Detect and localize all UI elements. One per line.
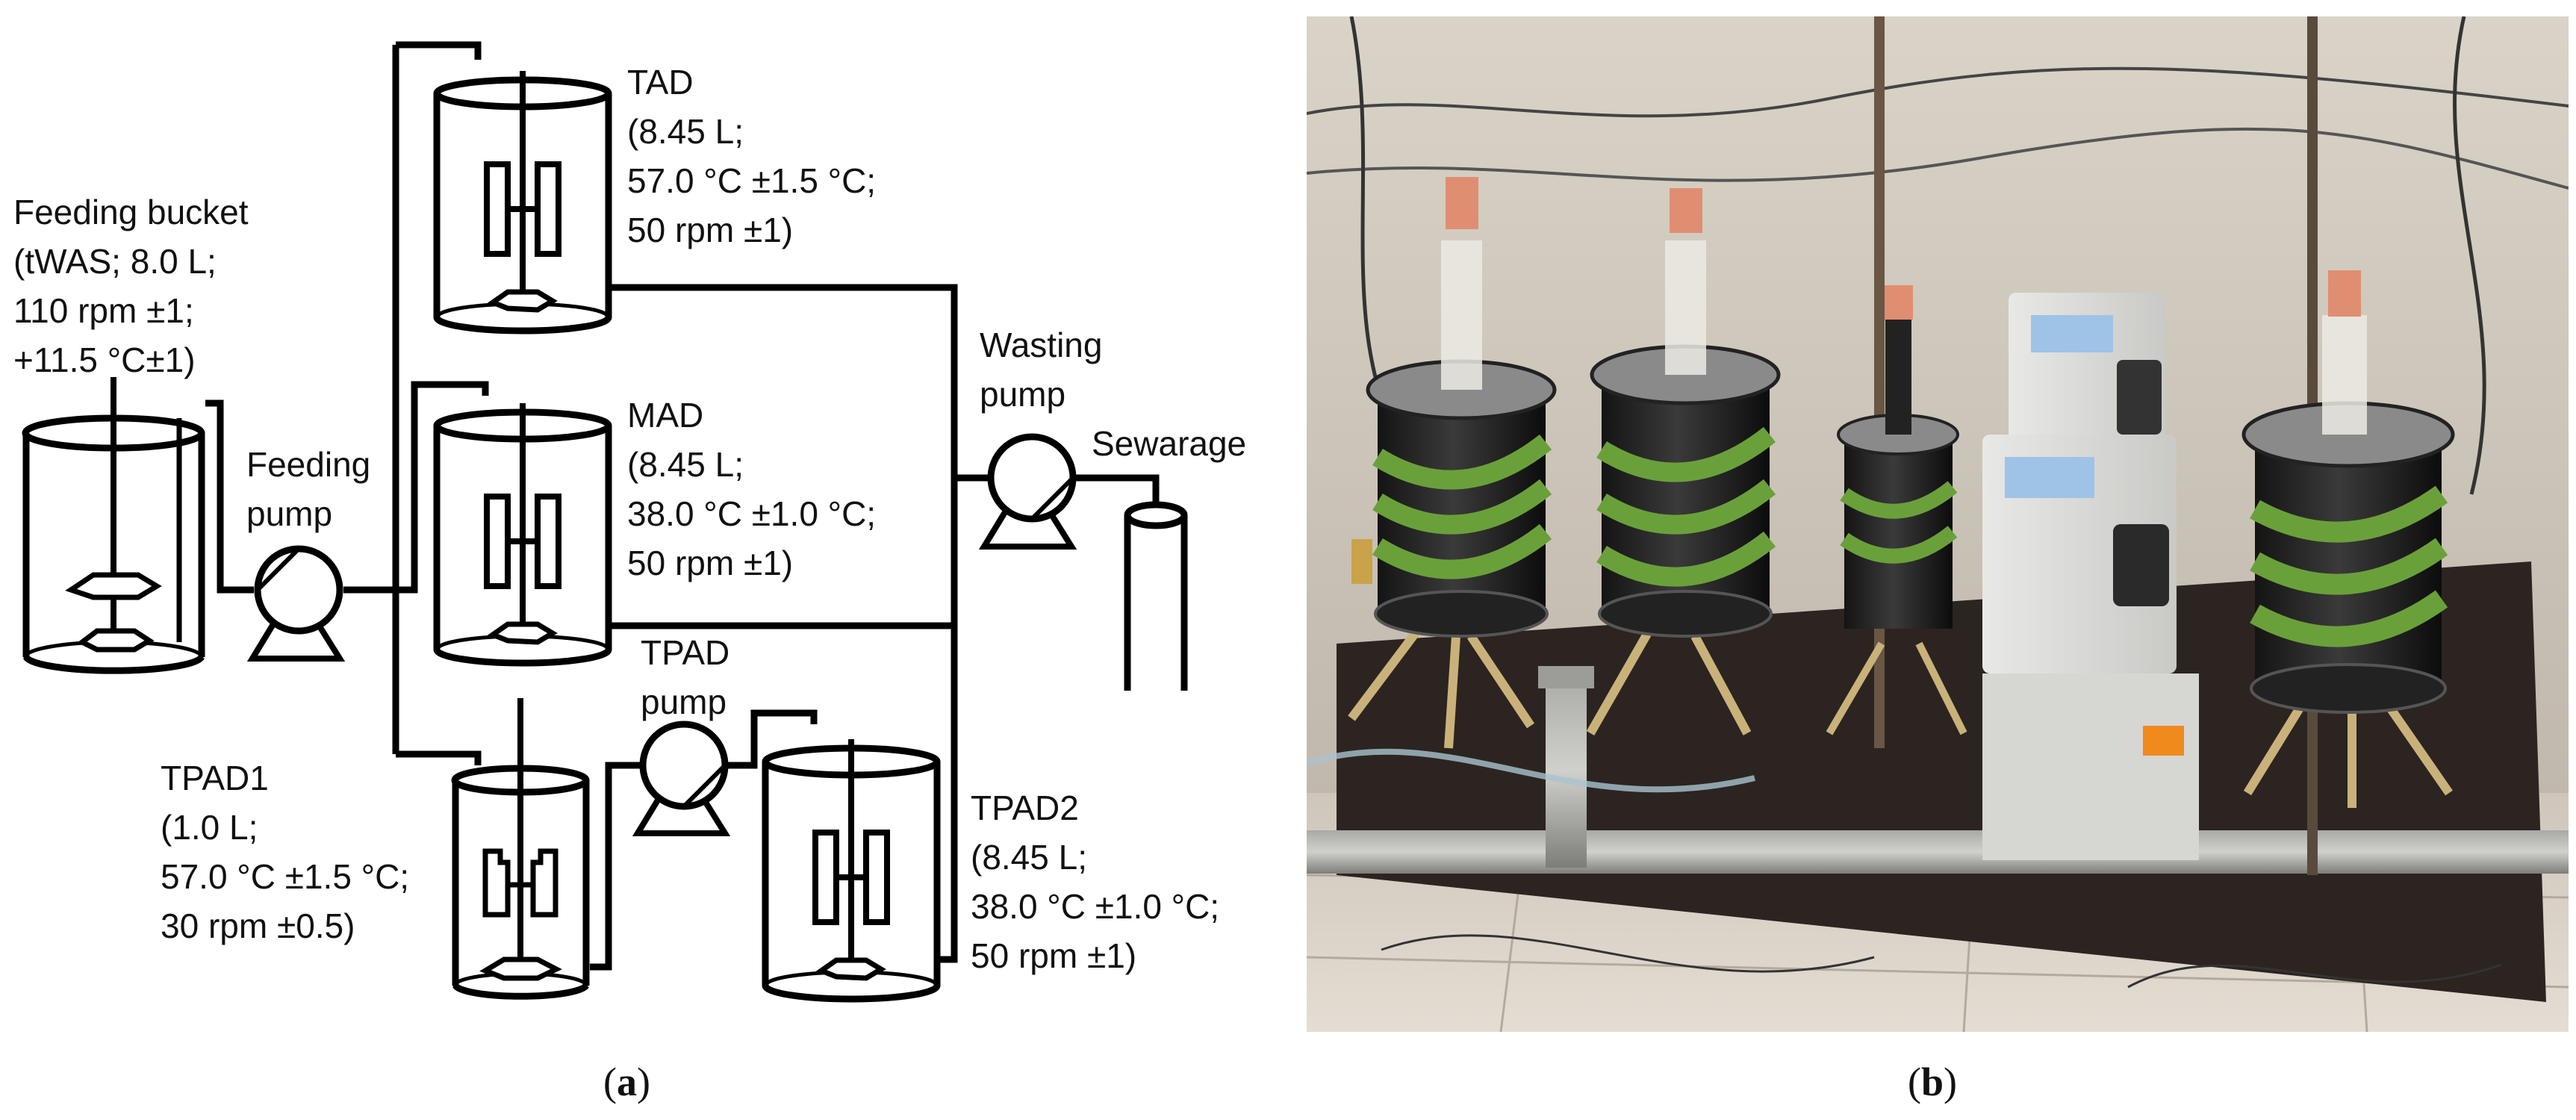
svg-text:TPAD: TPAD — [641, 633, 729, 672]
svg-text:50 rpm ±1): 50 rpm ±1) — [971, 936, 1136, 975]
panel-a-paren-close: ) — [636, 1060, 650, 1104]
tpad1-reactor — [451, 698, 590, 1000]
svg-text:50 rpm ±1): 50 rpm ±1) — [627, 544, 793, 582]
panel-a-label: (a) — [603, 1059, 650, 1105]
svg-text:TPAD1: TPAD1 — [161, 759, 269, 797]
svg-text:pump: pump — [980, 375, 1065, 414]
svg-text:(8.45 L;: (8.45 L; — [971, 838, 1087, 877]
svg-text:30 rpm ±0.5): 30 rpm ±0.5) — [161, 906, 355, 945]
setup-photograph-drawing — [1307, 16, 2569, 1032]
svg-text:pump: pump — [641, 682, 727, 721]
svg-text:MAD: MAD — [627, 396, 703, 435]
svg-text:110 rpm ±1;: 110 rpm ±1; — [13, 291, 194, 330]
panel-a-letter: a — [616, 1060, 637, 1104]
svg-text:TAD: TAD — [627, 63, 694, 102]
panel-b-label: (b) — [1908, 1059, 1957, 1105]
svg-text:50 rpm ±1): 50 rpm ±1) — [627, 211, 793, 249]
wasting-pump-label: Wasting pump — [980, 326, 1102, 414]
svg-text:(8.45 L;: (8.45 L; — [627, 112, 744, 151]
tad-label: TAD (8.45 L; 57.0 °C ±1.5 °C; 50 rpm ±1) — [627, 63, 876, 249]
svg-text:Wasting: Wasting — [980, 326, 1102, 364]
panel-b-letter: b — [1920, 1060, 1944, 1104]
svg-text:57.0 °C ±1.5 °C;: 57.0 °C ±1.5 °C; — [161, 857, 409, 896]
svg-text:Feeding: Feeding — [246, 445, 370, 484]
feeding-bucket-label: Feeding bucket (tWAS; 8.0 L; 110 rpm ±1;… — [13, 193, 249, 379]
wasting-pump-icon — [978, 433, 1077, 550]
tpad-pump-label: TPAD pump — [641, 633, 729, 721]
tpad2-reactor — [765, 739, 937, 999]
svg-text:(tWAS; 8.0 L;: (tWAS; 8.0 L; — [13, 242, 217, 281]
panel-b-paren-open: ( — [1908, 1060, 1921, 1104]
pipe-network — [205, 41, 1160, 971]
process-schematic: Feeding bucket (tWAS; 8.0 L; 110 rpm ±1;… — [13, 41, 1246, 1120]
mad-label: MAD (8.45 L; 38.0 °C ±1.0 °C; 50 rpm ±1) — [627, 396, 876, 582]
setup-photograph — [1307, 16, 2569, 1032]
feeding-bucket — [22, 377, 205, 674]
svg-text:Feeding bucket: Feeding bucket — [13, 193, 249, 231]
mad-reactor — [437, 403, 609, 663]
sewarage-pipe — [1124, 501, 1188, 691]
tpad-pump-icon — [632, 721, 731, 836]
svg-text:pump: pump — [246, 494, 332, 533]
sewarage-label: Sewarage — [1092, 424, 1246, 463]
svg-text:(8.45 L;: (8.45 L; — [627, 445, 744, 484]
svg-text:TPAD2: TPAD2 — [971, 788, 1079, 827]
svg-text:+11.5 °C±1): +11.5 °C±1) — [13, 340, 196, 379]
svg-text:57.0 °C ±1.5 °C;: 57.0 °C ±1.5 °C; — [627, 161, 876, 200]
tpad2-label: TPAD2 (8.45 L; 38.0 °C ±1.0 °C; 50 rpm ±… — [971, 788, 1219, 975]
svg-text:(1.0 L;: (1.0 L; — [161, 808, 258, 847]
svg-text:38.0 °C ±1.0 °C;: 38.0 °C ±1.0 °C; — [971, 887, 1219, 926]
panel-b-paren-close: ) — [1944, 1060, 1958, 1104]
tad-reactor — [437, 71, 609, 331]
tpad1-label: TPAD1 (1.0 L; 57.0 °C ±1.5 °C; 30 rpm ±0… — [161, 759, 409, 945]
svg-text:38.0 °C ±1.0 °C;: 38.0 °C ±1.0 °C; — [627, 494, 876, 533]
panel-a-paren-open: ( — [603, 1060, 617, 1104]
feeding-pump-label: Feeding pump — [246, 445, 370, 533]
feeding-pump-icon — [246, 545, 346, 662]
